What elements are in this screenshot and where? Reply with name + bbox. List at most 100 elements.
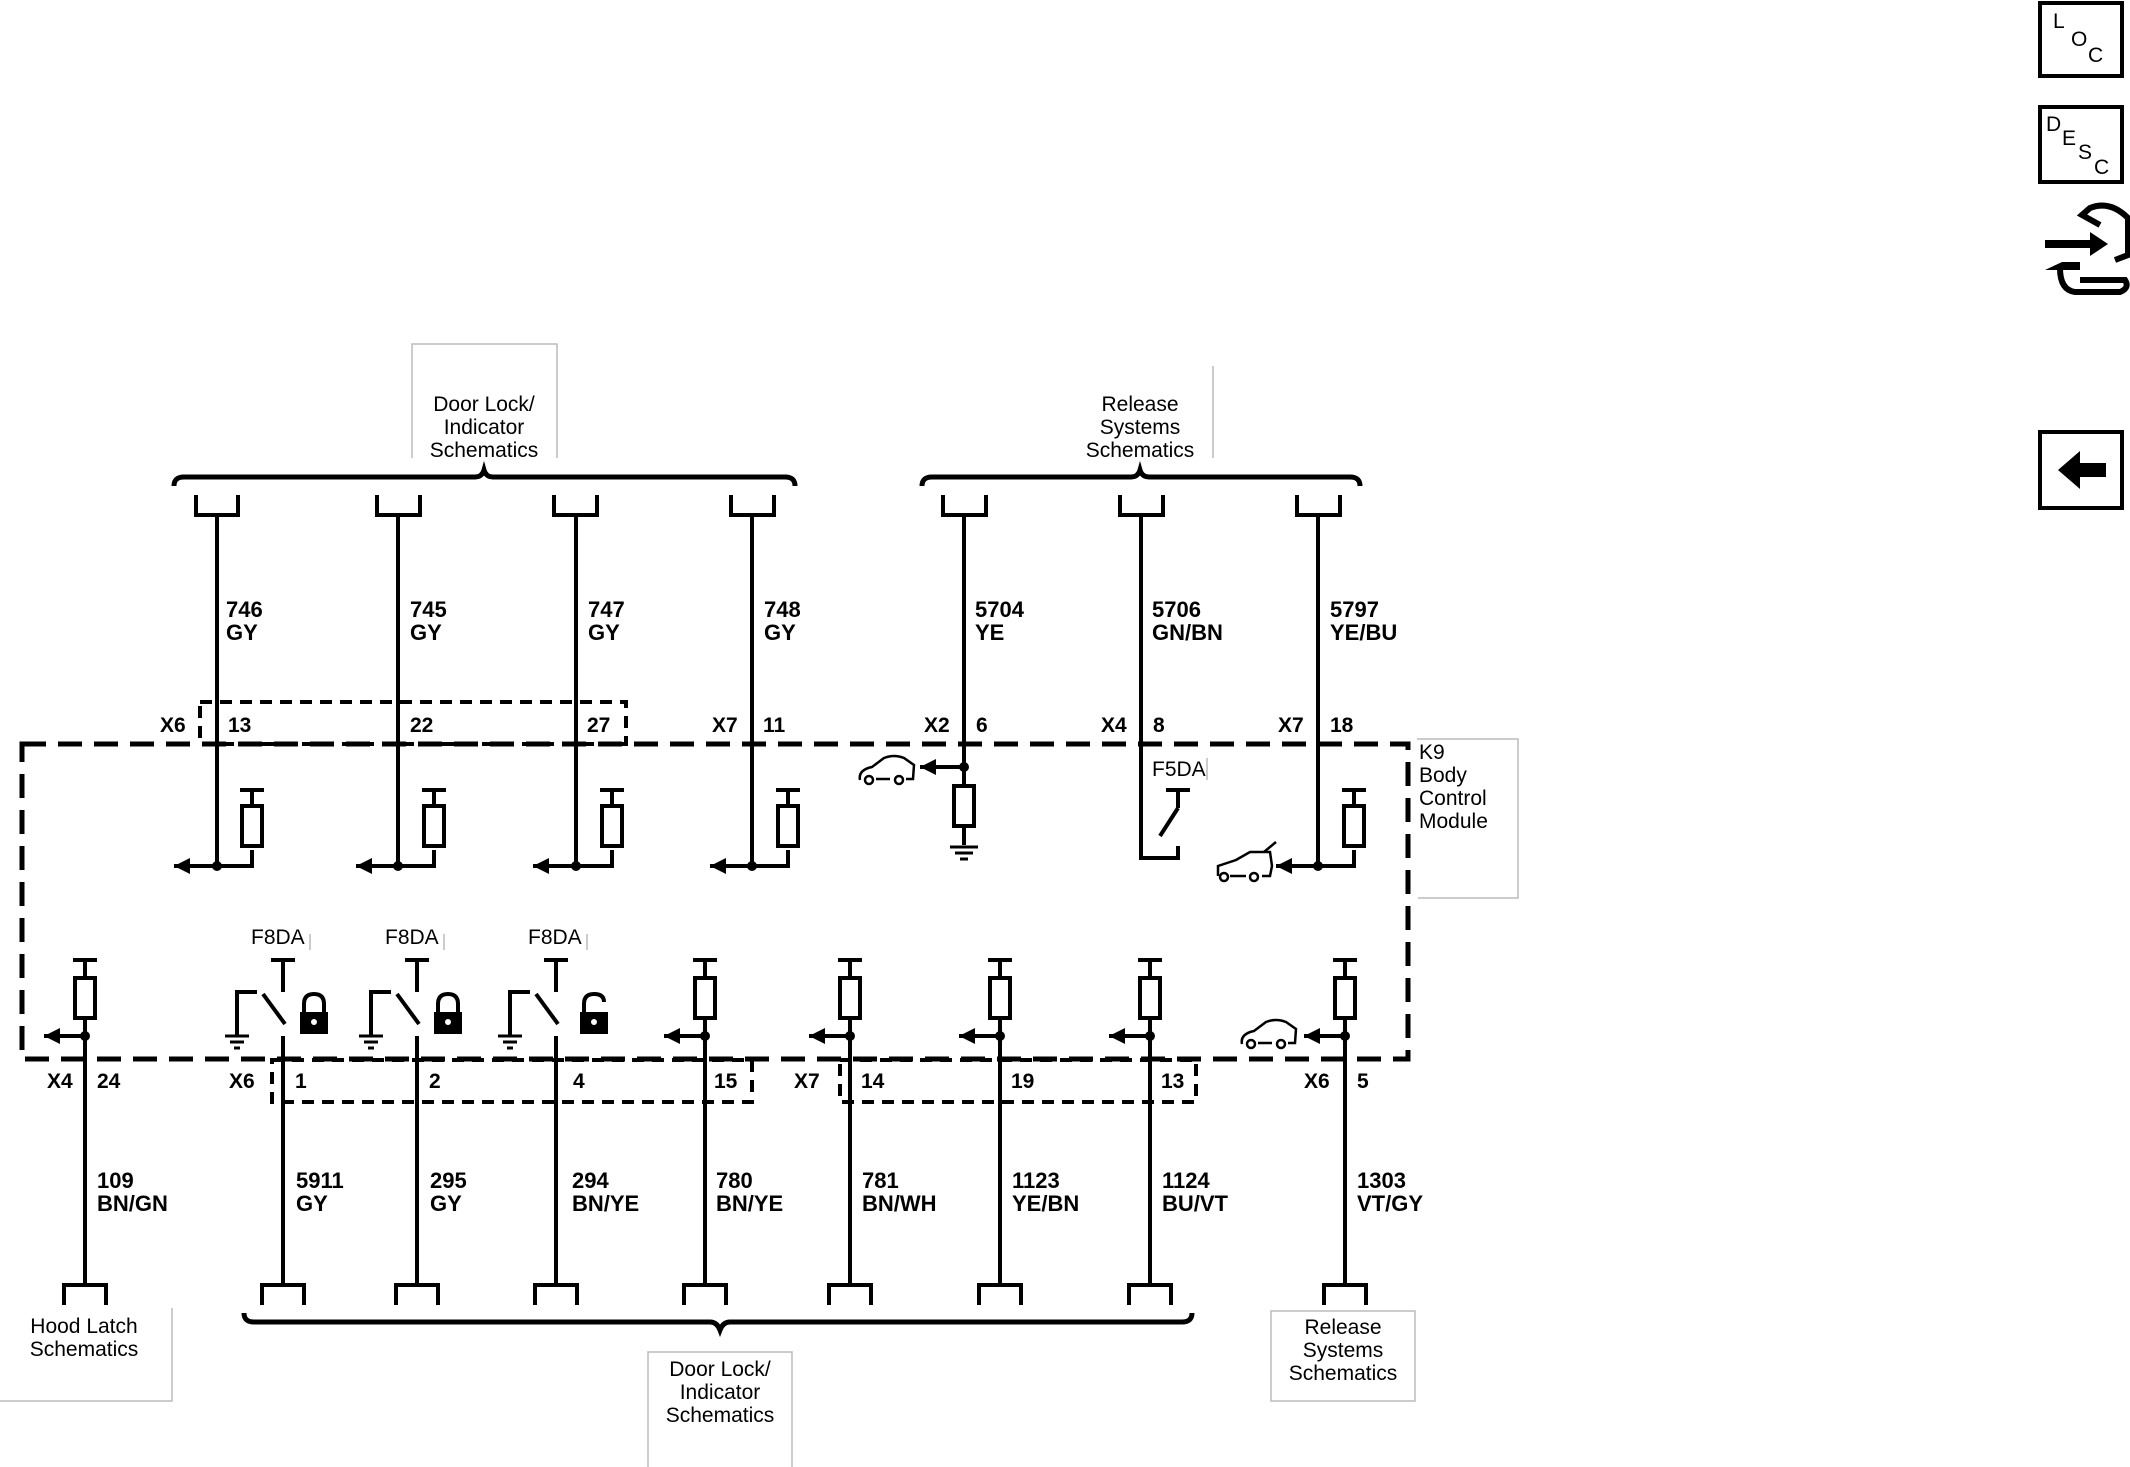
internal-unlock-switch-294: F8DA <box>498 926 588 1050</box>
wire-746[interactable]: 746 GY X6 13 <box>160 495 263 866</box>
internal-output-1124 <box>1109 958 1162 1044</box>
wire-5797-connector: X7 <box>1278 714 1304 737</box>
internal-output-780 <box>664 958 717 1044</box>
wire-748[interactable]: 748 GY X7 11 <box>712 495 801 866</box>
wire-1124[interactable]: 13 1124 BU/VT <box>1127 1036 1229 1305</box>
wire-5704-circuit: 5704 <box>975 597 1025 622</box>
wire-781-connector: X7 <box>794 1070 820 1093</box>
lock-icon-1 <box>300 991 328 1034</box>
wire-745[interactable]: 745 GY 22 <box>375 495 447 866</box>
ref-bottom-right-line3: Schematics <box>1289 1362 1398 1385</box>
wire-294-pin: 4 <box>573 1070 585 1093</box>
wire-748-circuit: 748 <box>764 597 801 622</box>
wire-781-color: BN/WH <box>862 1191 937 1216</box>
wire-1303-circuit: 1303 <box>1357 1168 1406 1193</box>
internal-output-109 <box>44 958 97 1044</box>
wire-781-circuit: 781 <box>862 1168 899 1193</box>
internal-lock-switch-5911: F8DA <box>225 926 311 1050</box>
back-arrow-icon <box>2058 451 2106 489</box>
ref-bottom-left-line2: Schematics <box>30 1338 139 1361</box>
wire-748-pin: 11 <box>763 714 786 737</box>
wire-294-circuit: 294 <box>572 1168 609 1193</box>
loc-letter-c: C <box>2088 44 2103 67</box>
wire-5706-color: GN/BN <box>1152 620 1223 645</box>
car-rear-icon-bottom <box>1240 1018 1298 1050</box>
wire-746-color: GY <box>226 620 258 645</box>
wire-1124-color: BU/VT <box>1162 1191 1229 1216</box>
lock-icon-2 <box>434 991 462 1034</box>
internal-input-5797 <box>1276 788 1366 874</box>
wire-295-color: GY <box>430 1191 462 1216</box>
wire-109[interactable]: X4 24 109 BN/GN <box>47 1036 168 1305</box>
wire-1303[interactable]: X6 5 1303 VT/GY <box>1304 1036 1423 1305</box>
wire-1303-connector: X6 <box>1304 1070 1330 1093</box>
ref-bottom-right[interactable]: Release Systems Schematics <box>1270 1310 1416 1402</box>
module-label-line2: Body <box>1419 764 1467 787</box>
wire-5706-circuit: 5706 <box>1152 597 1201 622</box>
internal-input-745 <box>356 788 446 874</box>
wire-747[interactable]: 747 GY 27 <box>552 495 625 866</box>
bottom-bracket <box>241 1312 1195 1338</box>
desc-button[interactable]: D E S C <box>2038 105 2124 184</box>
wire-1124-circuit: 1124 <box>1162 1168 1210 1193</box>
wire-5704[interactable]: 5704 YE X2 6 <box>924 495 1025 786</box>
wire-746-connector: X6 <box>160 714 186 737</box>
internal-output-1303 <box>1304 958 1357 1044</box>
k9-module-label[interactable]: K9 Body Control Module <box>1417 738 1519 899</box>
loc-letter-o: O <box>2071 28 2087 51</box>
wire-294[interactable]: 4 294 BN/YE <box>533 1036 639 1305</box>
ref-bottom-center[interactable]: Door Lock/ Indicator Schematics <box>647 1351 793 1467</box>
wire-5797[interactable]: 5797 YE/BU X7 18 <box>1278 495 1397 866</box>
wire-1303-color: VT/GY <box>1357 1191 1423 1216</box>
wire-295-pin: 2 <box>429 1070 441 1093</box>
ref-bottom-right-line1: Release <box>1304 1316 1381 1339</box>
wire-1124-pin: 13 <box>1161 1070 1184 1093</box>
wire-745-color: GY <box>410 620 442 645</box>
wire-5911-connector: X6 <box>229 1070 255 1093</box>
wire-109-color: BN/GN <box>97 1191 168 1216</box>
wire-5911[interactable]: X6 1 5911 GY <box>229 1036 344 1305</box>
wire-780-color: BN/YE <box>716 1191 783 1216</box>
internal-lock-switch-295: F8DA <box>359 926 445 1050</box>
wire-5706-pin: 8 <box>1153 714 1165 737</box>
wire-780[interactable]: 15 780 BN/YE <box>682 1036 783 1305</box>
ref-top-left-line3: Schematics <box>430 439 539 462</box>
wire-780-circuit: 780 <box>716 1168 753 1193</box>
back-button[interactable] <box>2038 430 2124 510</box>
wire-5911-color: GY <box>296 1191 328 1216</box>
wire-295[interactable]: 2 295 GY <box>394 1036 467 1305</box>
loc-letter-l: L <box>2053 10 2065 33</box>
ref-top-left[interactable]: Door Lock/ Indicator Schematics <box>411 343 558 462</box>
module-label-line4: Module <box>1419 810 1488 833</box>
wire-1123-circuit: 1123 <box>1012 1168 1060 1193</box>
ref-top-right-line3: Schematics <box>1086 439 1195 462</box>
wire-5911-pin: 1 <box>295 1070 307 1093</box>
wire-745-pin: 22 <box>410 714 433 737</box>
ref-bottom-left[interactable]: Hood Latch Schematics <box>0 1308 173 1402</box>
ref-bottom-center-line2: Indicator <box>680 1381 761 1404</box>
wire-747-pin: 27 <box>587 714 610 737</box>
wire-781[interactable]: X7 14 781 BN/WH <box>794 1036 937 1305</box>
desc-letter-e: E <box>2062 127 2076 150</box>
desc-letter-c: C <box>2094 156 2109 179</box>
internal-output-781 <box>809 958 862 1044</box>
internal-input-746 <box>174 788 264 874</box>
wire-5797-circuit: 5797 <box>1330 597 1379 622</box>
loc-button[interactable]: L O C <box>2038 1 2124 78</box>
desc-letter-d: D <box>2046 113 2061 136</box>
wire-746-pin: 13 <box>228 714 251 737</box>
wire-5911-circuit: 5911 <box>296 1168 344 1193</box>
ref-top-right[interactable]: Release Systems Schematics <box>1086 366 1214 462</box>
wire-109-connector: X4 <box>47 1070 73 1093</box>
wire-5704-color: YE <box>975 620 1004 645</box>
wire-5706[interactable]: 5706 GN/BN X4 8 <box>1101 495 1223 858</box>
bottom-connector-group-x6 <box>270 1058 754 1104</box>
ref-bottom-center-line3: Schematics <box>666 1404 775 1427</box>
connector-repair-icon[interactable] <box>2045 202 2130 295</box>
wire-780-pin: 15 <box>714 1070 738 1093</box>
desc-letter-s: S <box>2078 141 2092 164</box>
wire-1123[interactable]: 19 1123 YE/BN <box>977 1036 1079 1305</box>
wire-1123-pin: 19 <box>1011 1070 1034 1093</box>
ref-bottom-left-line1: Hood Latch <box>30 1315 137 1338</box>
